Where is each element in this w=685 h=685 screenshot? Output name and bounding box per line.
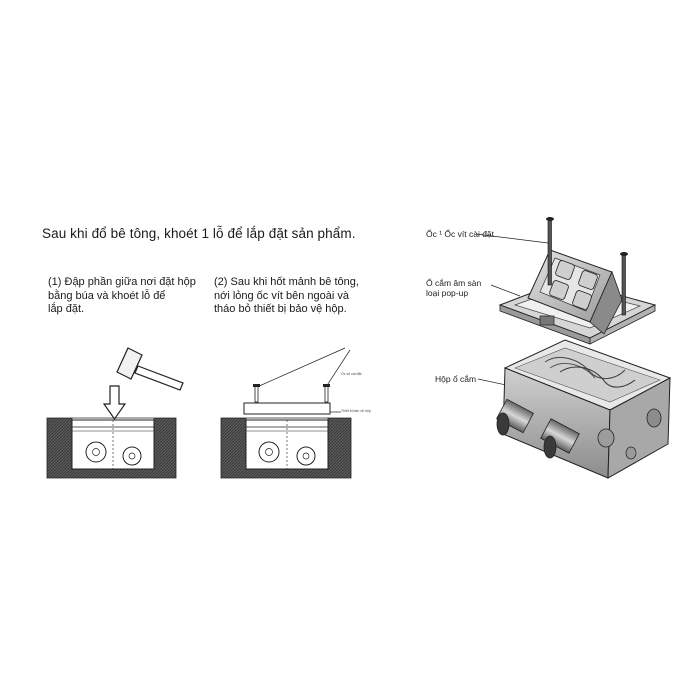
step2-illustration: [220, 347, 352, 479]
screw-icon: [253, 384, 260, 403]
instruction-title: Sau khi đổ bê tông, khoét 1 lỗ để lắp đặ…: [42, 226, 356, 241]
knockout-hole: [296, 446, 316, 466]
step-2-text: (2) Sau khi hốt mảnh bê tông, nới lỏng ố…: [214, 276, 359, 315]
conduit-pipe: [540, 418, 580, 459]
exploded-view: [475, 217, 672, 479]
step1-illustration: [46, 347, 184, 479]
step-1-text: (1) Đập phần giữa nơi đặt hộp bằng búa v…: [48, 276, 196, 315]
knockout-hole: [258, 441, 280, 463]
callout-screw: Ốc ¹ Ốc vít cài đặt: [426, 229, 495, 239]
screw-icon: [546, 217, 554, 286]
screw-icon: [620, 252, 628, 316]
protective-cover: [243, 402, 331, 415]
knockout-hole: [122, 446, 142, 466]
tiny-label-screw: Ốc vít cài đặt: [341, 372, 362, 376]
conduit-pipe: [496, 398, 534, 436]
tiny-label-cover: Thiết bị bảo vệ hộp: [341, 409, 371, 413]
screw-icon: [323, 384, 330, 403]
callout-box: Hộp ổ cắm: [435, 374, 477, 384]
socket-box: [496, 339, 672, 479]
callout-socket: Ổ cắm âm sàn loại pop-up: [426, 278, 482, 298]
down-arrow-icon: [102, 385, 127, 421]
knockout-hole: [85, 441, 107, 463]
hammer-icon: [116, 347, 184, 391]
